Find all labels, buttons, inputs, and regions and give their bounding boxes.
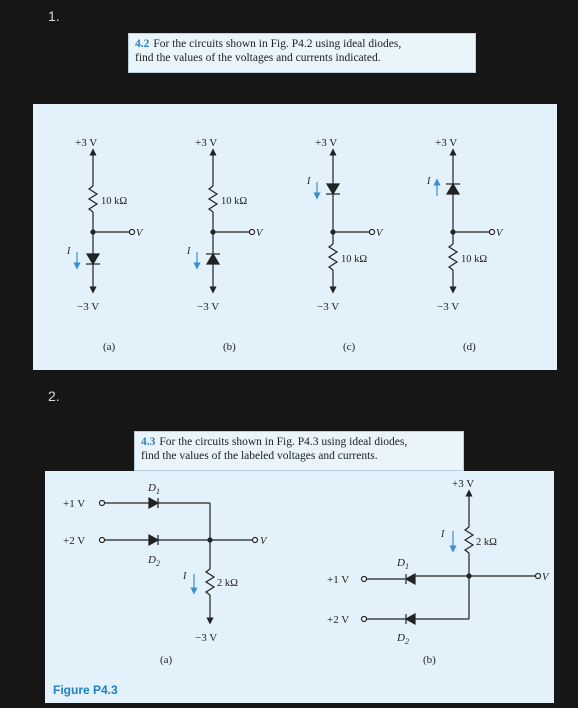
diode [205,252,221,265]
top-voltage-label: +3 V [315,137,337,149]
bottom-voltage-label: −3 V [197,301,219,313]
top-voltage-label: +3 V [452,478,474,490]
current-label: I [182,571,187,582]
caption: (c) [343,341,356,353]
problem-number-1: 1. [48,8,60,24]
circuit-4-3-a: +1 V D1 +2 V D2 V 2 kΩ I −3 V (a) [63,482,268,666]
problem-text-line2: find the values of the voltages and curr… [135,52,381,64]
top-voltage-label: +3 V [435,137,457,149]
svg-text:D2: D2 [396,632,409,646]
resistor [87,185,99,213]
output-voltage-label: V [260,536,268,547]
resistor [327,243,339,271]
resistor-label: 10 kΩ [341,254,367,265]
problem-text-line1: For the circuits shown in Fig. P4.2 usin… [153,38,402,50]
diode-d2 [404,612,416,626]
caption: (a) [103,341,116,353]
input-1-label: +1 V [327,574,349,586]
circuit-a: +3 V 10 kΩ V I −3 V (a) [66,137,144,353]
svg-text:D2: D2 [147,554,160,568]
bottom-voltage-label: −3 V [317,301,339,313]
output-voltage-label: V [496,228,504,239]
circuit-c: +3 V I V 10 kΩ −3 V (c) [306,137,384,353]
current-label: I [186,246,191,257]
diode [85,253,101,266]
d2-label: D [147,554,156,566]
current-label: I [426,176,431,187]
resistor-label: 10 kΩ [221,196,247,207]
d1-subscript: 1 [156,487,160,496]
svg-text:D1: D1 [147,482,160,496]
caption: (a) [160,654,173,666]
input-1-label: +1 V [63,498,85,510]
d2-label: D [396,632,405,644]
figure-p4-3-diagram: +1 V D1 +2 V D2 V 2 kΩ I −3 V (a) +3 V 2… [63,478,550,666]
problem-text-line2: find the values of the labeled voltages … [141,450,378,462]
resistor-label: 2 kΩ [217,578,238,589]
resistor-label: 2 kΩ [476,537,497,548]
figure-p4-2-panel: +3 V 10 kΩ V I −3 V (a) +3 V 10 kΩ V [33,104,557,370]
top-voltage-label: +3 V [195,137,217,149]
figure-p4-3-panel: +1 V D1 +2 V D2 V 2 kΩ I −3 V (a) +3 V 2… [45,471,554,703]
top-voltage-label: +3 V [75,137,97,149]
circuit-4-3-b: +3 V 2 kΩ I V +1 V D1 +2 V D2 (b) [327,478,550,666]
d1-label: D [396,557,405,569]
diode-d1 [404,572,416,586]
caption: (d) [463,341,476,353]
output-voltage-label: V [136,228,144,239]
problem-text-line1: For the circuits shown in Fig. P4.3 usin… [159,436,408,448]
diode [445,182,461,195]
resistor [463,526,475,554]
caption: (b) [223,341,236,353]
input-2-label: +2 V [63,535,85,547]
problem-label: 4.2 [135,38,150,50]
current-label: I [306,176,311,187]
figure-label: Figure P4.3 [53,683,118,697]
diode-d2 [148,533,160,547]
current-label: I [440,529,445,540]
d2-subscript: 2 [405,637,409,646]
output-voltage-label: V [542,572,550,583]
circuit-b: +3 V 10 kΩ V I −3 V (b) [186,137,264,353]
input-2-label: +2 V [327,614,349,626]
figure-p4-2-diagram: +3 V 10 kΩ V I −3 V (a) +3 V 10 kΩ V [66,137,504,353]
bottom-voltage-label: −3 V [195,632,217,644]
problem-label: 4.3 [141,436,156,448]
bottom-voltage-label: −3 V [77,301,99,313]
resistor-label: 10 kΩ [101,196,127,207]
circuit-d: +3 V I V 10 kΩ −3 V (d) [426,137,504,353]
resistor [204,568,216,596]
problem-number-2: 2. [48,388,60,404]
caption: (b) [423,654,436,666]
output-voltage-label: V [256,228,264,239]
resistor-label: 10 kΩ [461,254,487,265]
resistor [447,243,459,271]
diode [325,183,341,196]
current-label: I [66,246,71,257]
d1-label: D [147,482,156,494]
resistor [207,185,219,213]
d1-subscript: 1 [405,562,409,571]
svg-text:D1: D1 [396,557,409,571]
d2-subscript: 2 [156,559,160,568]
diode-d1 [148,496,160,510]
bottom-voltage-label: −3 V [437,301,459,313]
output-voltage-label: V [376,228,384,239]
